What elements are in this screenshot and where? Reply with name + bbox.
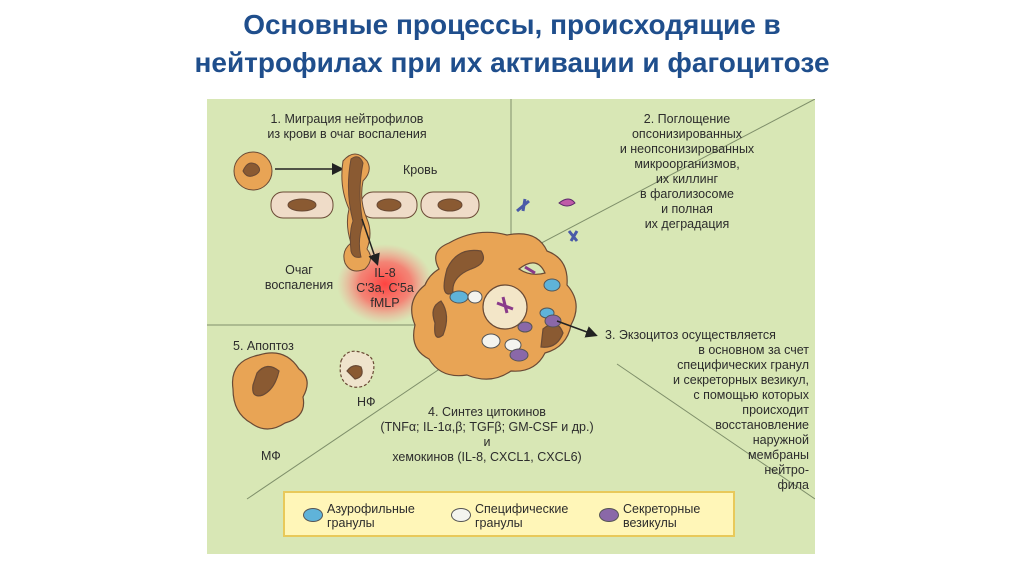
- cytokines-line-3: и: [483, 435, 491, 449]
- endothelium: [270, 191, 480, 219]
- exocytosis-line-11: фила: [777, 478, 809, 492]
- legend-specific-line-2: гранулы: [475, 516, 523, 530]
- uptake-line-1: 2. Поглощение: [643, 112, 731, 126]
- apoptosis-heading: 5. Апоптоз: [233, 339, 294, 353]
- cytokines-line-1: 4. Синтез цитокинов: [428, 405, 546, 419]
- exocytosis-line-7: восстановление: [715, 418, 809, 432]
- activated-neutrophil: [411, 231, 577, 380]
- exocytosis-line-8: наружной: [752, 433, 809, 447]
- exocytosis-line-9: мембраны: [748, 448, 809, 462]
- exocytosis-line-4: и секреторных везикул,: [673, 373, 809, 387]
- microorganisms: [516, 198, 579, 242]
- chemokine-label-2: C'3a, C'5a: [356, 281, 414, 295]
- uptake-line-3: и неопсонизированных: [619, 142, 755, 156]
- legend-secretory-line-2: везикулы: [623, 516, 677, 530]
- legend-secretory-line-1: Секреторные: [623, 502, 701, 516]
- uptake-line-7: и полная: [661, 202, 713, 216]
- cytokines-line-4: хемокинов (IL-8, CXCL1, CXCL6): [392, 450, 582, 464]
- divider-lower-right: [616, 363, 815, 500]
- uptake-line-2: опсонизированных: [631, 127, 743, 141]
- page-title-line-1: Основные процессы, происходящие в: [243, 9, 781, 40]
- exocytosis-line-6: происходит: [742, 403, 809, 417]
- chemokine-label-3: fMLP: [370, 296, 400, 310]
- cytokines-line-2: (TNFα; IL-1α,β; TGFβ; GM-CSF и др.): [380, 420, 594, 434]
- blood-label: Кровь: [403, 163, 438, 177]
- secretory-swatch: [599, 508, 619, 522]
- exocytosis-line-2: в основном за счет: [698, 343, 809, 357]
- legend-specific: Специфические гранулы: [475, 502, 568, 530]
- blood-neutrophil: [233, 151, 273, 191]
- uptake-line-4: микроорганизмов,: [634, 157, 740, 171]
- mf-label: МФ: [261, 449, 281, 463]
- neutrophil-diagram: 1. Миграция нейтрофилов из крови в очаг …: [207, 99, 815, 554]
- focus-label-1: Очаг: [285, 263, 313, 277]
- uptake-line-8: их деградация: [644, 217, 730, 231]
- uptake-line-5: их киллинг: [655, 172, 719, 186]
- exocytosis-line-1: 3. Экзоцитоз осуществляется: [605, 328, 776, 342]
- divider-upper-right: [510, 99, 815, 260]
- chemokine-label-1: IL-8: [374, 266, 396, 280]
- legend-azurophilic-line-1: Азурофильные: [327, 502, 415, 516]
- legend-secretory: Секреторные везикулы: [623, 502, 700, 530]
- divider-lower-left: [246, 363, 448, 500]
- uptake-line-6: в фаголизосоме: [639, 187, 735, 201]
- legend-specific-line-1: Специфические: [475, 502, 569, 516]
- nf-label: НФ: [357, 395, 376, 409]
- exocytosis-line-10: нейтро-: [764, 463, 809, 477]
- exocytosis-line-5: с помощью которых: [693, 388, 809, 402]
- focus-label-2: воспаления: [264, 278, 334, 292]
- page-title-line-2: нейтрофилах при их активации и фагоцитоз…: [194, 47, 830, 78]
- migration-heading-1: 1. Миграция нейтрофилов: [270, 112, 424, 126]
- legend: Азурофильные гранулы Специфические грану…: [283, 491, 735, 537]
- migration-heading-2: из крови в очаг воспаления: [267, 127, 427, 141]
- cell-granules: [449, 278, 562, 362]
- diagram-graphics: [207, 99, 815, 500]
- legend-azurophilic: Азурофильные гранулы: [327, 502, 415, 530]
- azurophilic-swatch: [303, 508, 323, 522]
- specific-swatch: [451, 508, 471, 522]
- migrating-neutrophil: [341, 153, 371, 272]
- legend-azurophilic-line-2: гранулы: [327, 516, 375, 530]
- exocytosis-line-3: специфических гранул: [677, 358, 809, 372]
- apoptosis-cells: [231, 350, 375, 430]
